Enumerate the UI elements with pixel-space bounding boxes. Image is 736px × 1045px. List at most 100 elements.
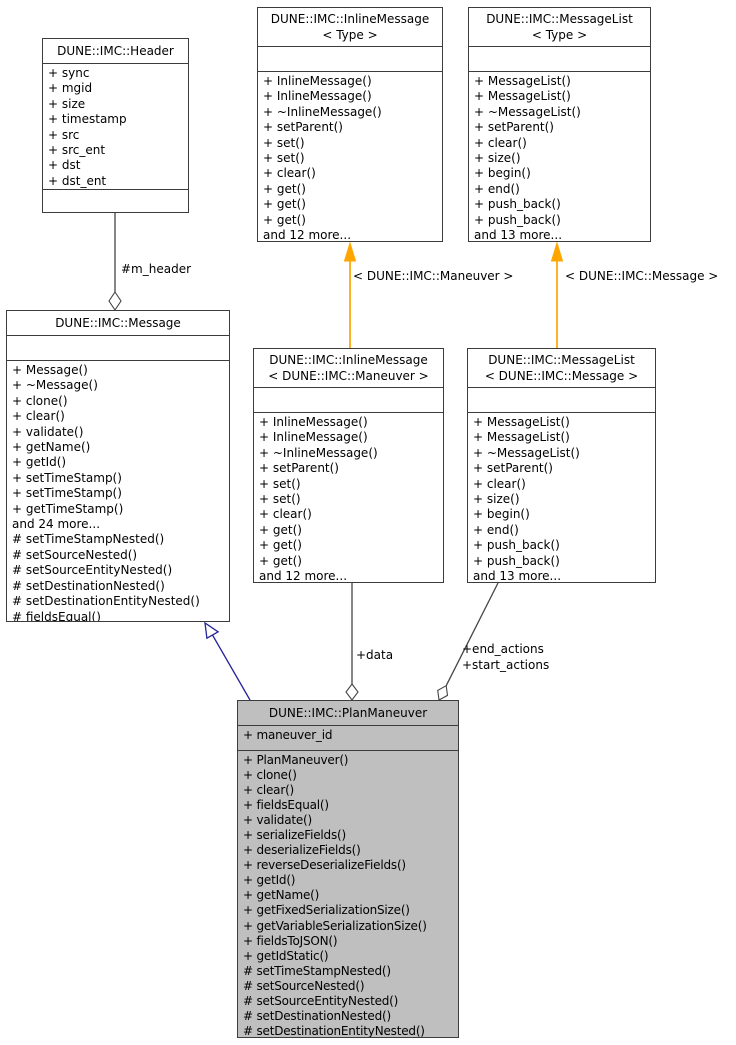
method-row: # setDestinationNested() [12, 578, 165, 593]
edge-label-start-actions: +start_actions [462, 657, 550, 672]
class-title: DUNE::IMC::MessageList < DUNE::IMC::Mess… [468, 349, 655, 387]
method-row: + PlanManeuver() [243, 753, 349, 767]
method-row: + fieldsToJSON() [243, 933, 338, 948]
class-box-inline-message-maneuver[interactable]: DUNE::IMC::InlineMessage < DUNE::IMC::Ma… [253, 348, 444, 583]
methods-section: + MessageList()+ MessageList()+ ~Message… [469, 71, 650, 241]
methods-section [43, 189, 188, 212]
method-row: # setDestinationEntityNested() [12, 594, 200, 609]
method-row: + setTimeStamp() [12, 486, 122, 501]
method-row: + MessageList() [473, 415, 570, 429]
method-row: + getId() [12, 455, 67, 470]
attribute-row: + mgid [48, 81, 93, 96]
method-row: + clone() [12, 393, 68, 408]
method-row: and 24 more... [12, 517, 101, 532]
class-title: DUNE::IMC::MessageList < Type > [469, 8, 650, 46]
method-row: + getVariableSerializationSize() [243, 918, 427, 933]
method-row: + getTimeStamp() [12, 501, 124, 516]
methods-section: + PlanManeuver()+ clone()+ clear()+ fiel… [238, 750, 458, 1037]
method-row: + serializeFields() [243, 828, 346, 843]
method-row: # setTimeStampNested() [12, 532, 165, 547]
method-row: + getFixedSerializationSize() [243, 903, 410, 918]
class-box-header[interactable]: DUNE::IMC::Header + sync+ mgid+ size+ ti… [42, 38, 189, 213]
method-row: + clear() [263, 166, 316, 181]
method-row: + end() [474, 181, 520, 196]
method-row: + clear() [259, 507, 312, 522]
method-row: + setParent() [263, 120, 343, 135]
class-title-line2: < DUNE::IMC::Message > [484, 369, 639, 383]
class-box-inline-message-type[interactable]: DUNE::IMC::InlineMessage < Type > + Inli… [257, 7, 443, 242]
class-title-text: DUNE::IMC::Message [55, 316, 181, 330]
method-row: + set() [263, 135, 305, 150]
class-title: DUNE::IMC::PlanManeuver [238, 701, 458, 725]
methods-section: + InlineMessage()+ InlineMessage()+ ~Inl… [254, 412, 443, 582]
method-row: + setParent() [473, 461, 553, 476]
attributes-section [258, 46, 442, 71]
attribute-row: + maneuver_id [243, 728, 333, 742]
attributes-section [468, 387, 655, 412]
method-row: + clear() [474, 135, 527, 150]
attribute-row: + timestamp [48, 112, 127, 127]
method-row: + ~MessageList() [473, 445, 580, 460]
method-row: and 12 more... [259, 569, 348, 582]
method-row: + clear() [473, 476, 526, 491]
method-row: + ~Message() [12, 378, 98, 393]
method-row: and 13 more... [474, 228, 563, 241]
class-title: DUNE::IMC::Message [7, 311, 229, 335]
method-row: + reverseDeserializeFields() [243, 858, 406, 873]
method-row: + clone() [243, 768, 297, 783]
class-title-line2: < Type > [322, 28, 378, 42]
method-row: # setTimeStampNested() [243, 963, 391, 978]
method-row: + end() [473, 522, 519, 537]
attribute-row: + sync [48, 66, 90, 80]
class-title-line2: < Type > [531, 28, 588, 42]
class-title-line2: < DUNE::IMC::Maneuver > [268, 369, 429, 383]
method-row: + deserializeFields() [243, 843, 361, 858]
method-row: + get() [259, 522, 302, 537]
attributes-section: + maneuver_id [238, 725, 458, 750]
method-row: # setSourceEntityNested() [243, 993, 399, 1008]
methods-section: + MessageList()+ MessageList()+ ~Message… [468, 412, 655, 582]
attributes-section [7, 335, 229, 360]
method-row: + begin() [473, 507, 530, 522]
class-box-message[interactable]: DUNE::IMC::Message + Message()+ ~Message… [6, 310, 230, 622]
class-title-line1: DUNE::IMC::MessageList [488, 353, 635, 367]
inheritance-arrowhead-icon [204, 621, 220, 640]
attribute-row: + size [48, 96, 86, 111]
method-row: + InlineMessage() [263, 89, 372, 104]
edge-label-maneuver-instantiation: < DUNE::IMC::Maneuver > [353, 269, 514, 283]
class-box-message-list-message[interactable]: DUNE::IMC::MessageList < DUNE::IMC::Mess… [467, 348, 656, 583]
class-title: DUNE::IMC::InlineMessage < DUNE::IMC::Ma… [254, 349, 443, 387]
method-row: + InlineMessage() [259, 430, 368, 445]
template-arrowhead-message-icon [550, 241, 564, 262]
method-row: + set() [263, 151, 305, 166]
method-row: and 13 more... [473, 569, 562, 582]
method-row: + getName() [243, 888, 320, 903]
inheritance-edge [211, 634, 251, 701]
method-row: # setSourceNested() [243, 978, 365, 993]
class-title-line1: DUNE::IMC::InlineMessage [270, 12, 430, 26]
method-row: # setSourceNested() [12, 547, 138, 562]
class-box-message-list-type[interactable]: DUNE::IMC::MessageList < Type > + Messag… [468, 7, 651, 242]
method-row: + MessageList() [473, 430, 570, 445]
method-row: + getIdStatic() [243, 948, 329, 963]
attributes-section [254, 387, 443, 412]
edge-label-data: +data [356, 648, 394, 662]
method-row: + fieldsEqual() [243, 798, 329, 813]
method-row: + begin() [474, 166, 531, 181]
class-title: DUNE::IMC::Header [43, 39, 188, 63]
methods-section: + InlineMessage()+ InlineMessage()+ ~Inl… [258, 71, 442, 241]
method-row: and 12 more... [263, 228, 352, 241]
attribute-row: + src [48, 127, 80, 142]
method-row: + getName() [12, 440, 91, 455]
method-row: + get() [259, 538, 302, 553]
method-row: + size() [473, 492, 520, 507]
attributes-section: + sync+ mgid+ size+ timestamp+ src+ src_… [43, 63, 188, 189]
attribute-row: + dst [48, 158, 81, 173]
class-title-text: DUNE::IMC::Header [57, 44, 174, 58]
attribute-row: + src_ent [48, 143, 106, 158]
method-row: + Message() [12, 363, 88, 377]
method-row: # setSourceEntityNested() [12, 563, 173, 578]
method-row: + clear() [12, 409, 65, 424]
class-title-line1: DUNE::IMC::InlineMessage [269, 353, 428, 367]
class-title: DUNE::IMC::InlineMessage < Type > [258, 8, 442, 46]
